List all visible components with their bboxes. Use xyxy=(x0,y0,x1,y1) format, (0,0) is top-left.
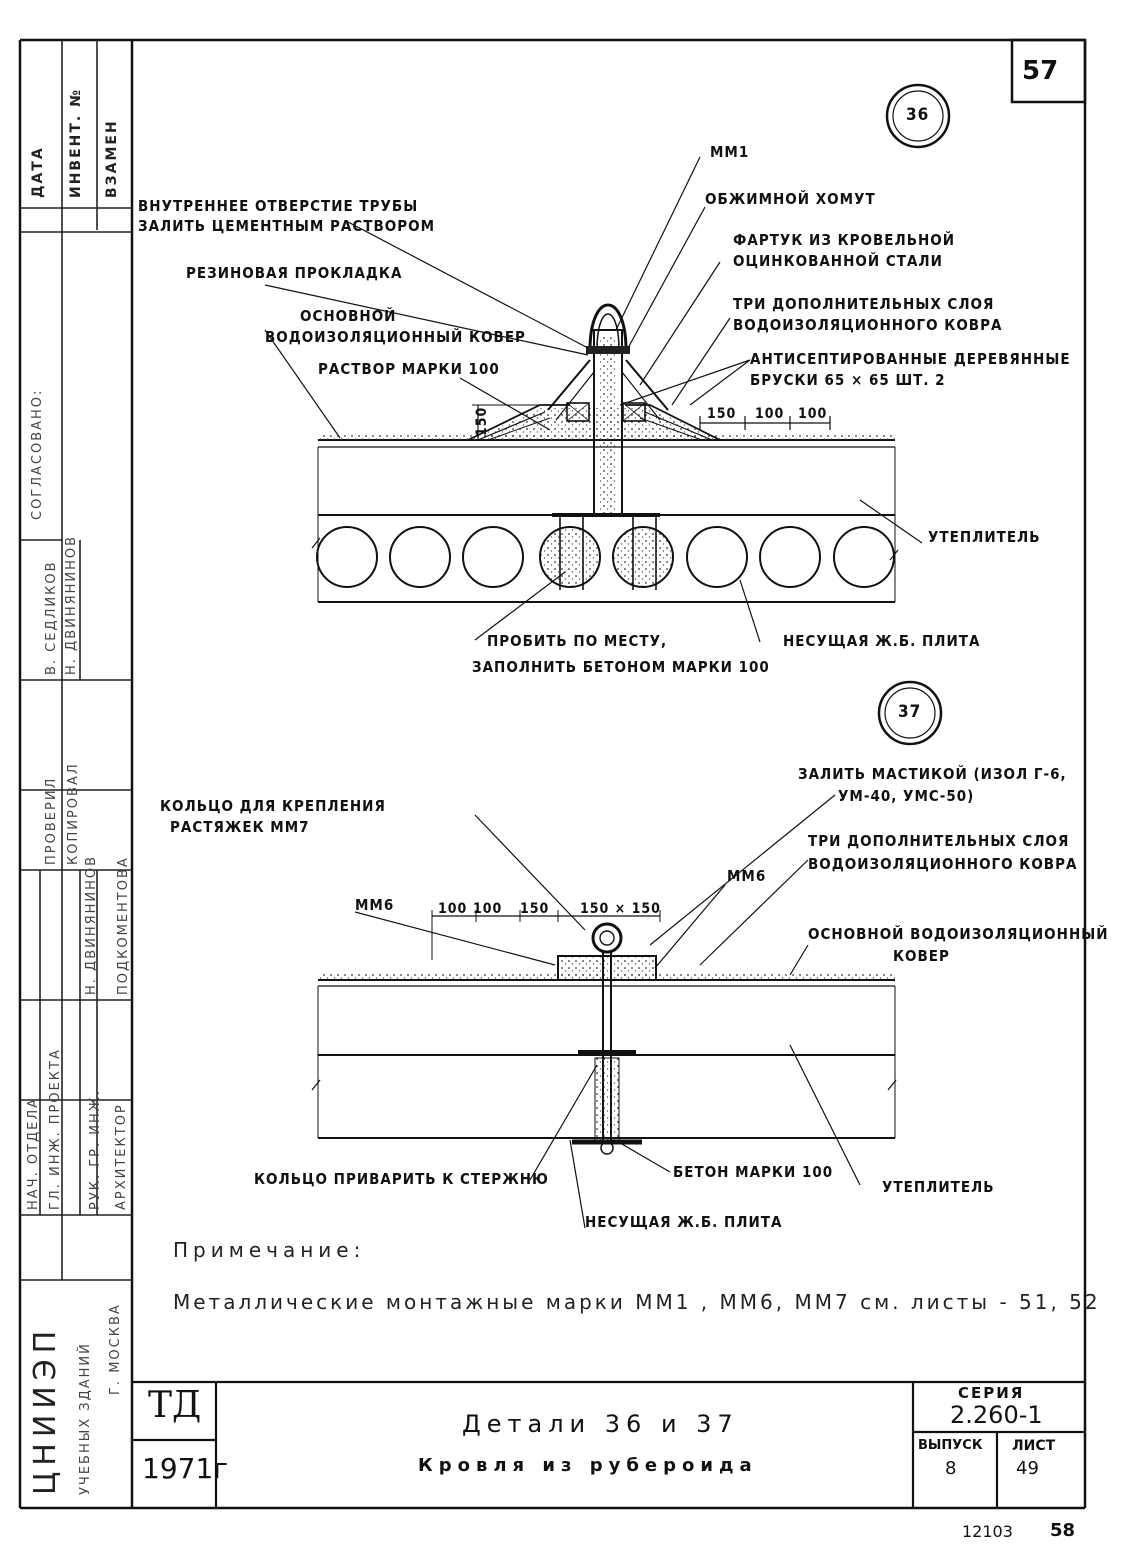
dim-150-37: 150 xyxy=(520,901,550,917)
detail-36-marker: 36 xyxy=(906,105,930,125)
stamp-role-1: КОПИРОВАЛ xyxy=(66,762,81,865)
stamp-title-3: РУК. ГР. ИНЖ. xyxy=(88,1089,103,1210)
detail-36-drawing xyxy=(264,83,951,643)
label-three-layers-37-2: ВОДОИЗОЛЯЦИОННОГО КОВРА xyxy=(808,855,1078,873)
label-punch-2: ЗАПОЛНИТЬ БЕТОНОМ МАРКИ 100 xyxy=(472,658,770,676)
label-ring-1: КОЛЬЦО ДЛЯ КРЕПЛЕНИЯ xyxy=(160,797,386,815)
label-mm6-right: ММ6 xyxy=(727,867,767,885)
dim-150-36: 150 xyxy=(707,406,737,422)
label-base-carpet-2: ВОДОИЗОЛЯЦИОННЫЙ КОВЕР xyxy=(265,328,526,346)
side-stamp-grid xyxy=(20,40,132,1281)
stamp-org-2: УЧЕБНЫХ ЗДАНИЙ xyxy=(78,1342,93,1495)
title-block-grid xyxy=(132,1380,1085,1508)
detail-37-marker: 37 xyxy=(898,702,922,722)
label-punch-1: ПРОБИТЬ ПО МЕСТУ, xyxy=(487,632,668,650)
stamp-col-inventory: ИНВЕНТ. № xyxy=(68,88,84,198)
label-gasket: РЕЗИНОВАЯ ПРОКЛАДКА xyxy=(186,264,403,282)
stamp-staff-1: Н. ДВИНЯНИНОВ xyxy=(84,854,99,995)
detail-37-drawing xyxy=(311,680,943,1229)
publisher-logo: ТД xyxy=(148,1385,202,1426)
label-mastic-1: ЗАЛИТЬ МАСТИКОЙ (ИЗОЛ Г-6, xyxy=(798,765,1067,783)
label-mm1: ММ1 xyxy=(710,143,750,161)
dim-v150-36: 150 xyxy=(474,406,490,436)
note-text: Металлические монтажные марки ММ1 , ММ6,… xyxy=(173,1290,1101,1314)
stamp-title-2: ГЛ. ИНЖ. ПРОЕКТА xyxy=(48,1048,63,1210)
label-three-layers-37-1: ТРИ ДОПОЛНИТЕЛЬНЫХ СЛОЯ xyxy=(808,832,1070,850)
bottom-page: 58 xyxy=(1050,1520,1076,1541)
dim-100b-37: 100 xyxy=(473,901,503,917)
label-clamp: ОБЖИМНОЙ ХОМУТ xyxy=(705,190,876,208)
sheet-number-box xyxy=(1010,38,1087,104)
stamp-role-2: ПРОВЕРИЛ xyxy=(44,776,59,865)
label-pipe-fill-2: ЗАЛИТЬ ЦЕМЕНТНЫМ РАСТВОРОМ xyxy=(138,217,436,235)
label-mortar: РАСТВОР МАРКИ 100 xyxy=(318,360,500,378)
label-apron-2: ОЦИНКОВАННОЙ СТАЛИ xyxy=(733,252,943,270)
label-slab-36: НЕСУЩАЯ Ж.Б. ПЛИТА xyxy=(783,632,981,650)
label-three-layers-2: ВОДОИЗОЛЯЦИОННОГО КОВРА xyxy=(733,316,1003,334)
issue-value: 8 xyxy=(945,1458,957,1479)
year: 1971г xyxy=(142,1452,228,1485)
dim-150x150-37: 150 × 150 xyxy=(580,901,661,917)
drawing-title: Детали 36 и 37 xyxy=(462,1410,739,1438)
issue-label: ВЫПУСК xyxy=(918,1438,983,1453)
stamp-name-1: Н. ДВИНЯНИНОВ xyxy=(64,534,79,675)
label-concrete: БЕТОН МАРКИ 100 xyxy=(673,1163,834,1181)
dim-100a-37: 100 xyxy=(438,901,468,917)
drawing-subtitle: Кровля из рубероида xyxy=(418,1455,758,1476)
sheet-frame xyxy=(18,38,1087,1510)
label-pipe-fill-1: ВНУТРЕННЕЕ ОТВЕРСТИЕ ТРУБЫ xyxy=(138,197,419,215)
label-slab-37: НЕСУЩАЯ Ж.Б. ПЛИТА xyxy=(585,1213,783,1231)
label-base-carpet-1: ОСНОВНОЙ xyxy=(300,307,397,325)
stamp-col-replaces: ВЗАМЕН xyxy=(104,119,120,198)
sheet-value: 49 xyxy=(1016,1458,1039,1479)
label-insulation-37: УТЕПЛИТЕЛЬ xyxy=(882,1178,995,1196)
stamp-title-4: АРХИТЕКТОР xyxy=(114,1103,129,1210)
label-mm6-left: ММ6 xyxy=(355,896,395,914)
dim-100b-36: 100 xyxy=(798,406,828,422)
series-label: СЕРИЯ xyxy=(958,1384,1025,1402)
stamp-name-2: В. СЕДЛИКОВ xyxy=(44,560,59,675)
stamp-agreed: СОГЛАСОВАНО: xyxy=(30,388,45,520)
label-base-carpet-37-1: ОСНОВНОЙ ВОДОИЗОЛЯЦИОННЫЙ xyxy=(808,925,1109,943)
stamp-staff-2: ПОДКОМЕНТОВА xyxy=(116,856,131,995)
series-value: 2.260-1 xyxy=(950,1401,1043,1429)
bottom-code: 12103 xyxy=(962,1522,1013,1541)
label-insulation-36: УТЕПЛИТЕЛЬ xyxy=(928,528,1041,546)
label-bars-1: АНТИСЕПТИРОВАННЫЕ ДЕРЕВЯННЫЕ xyxy=(750,350,1071,368)
label-base-carpet-37-2: КОВЕР xyxy=(893,947,950,965)
dim-100a-36: 100 xyxy=(755,406,785,422)
stamp-col-date: ДАТА xyxy=(30,146,46,198)
label-bars-2: БРУСКИ 65 × 65 ШТ. 2 xyxy=(750,371,946,389)
note-heading: Примечание: xyxy=(173,1238,366,1262)
label-ring-2: РАСТЯЖЕК ММ7 xyxy=(170,818,310,836)
label-weld: КОЛЬЦО ПРИВАРИТЬ К СТЕРЖНЮ xyxy=(254,1170,549,1188)
label-three-layers-1: ТРИ ДОПОЛНИТЕЛЬНЫХ СЛОЯ xyxy=(733,295,995,313)
stamp-title-1: НАЧ. ОТДЕЛА xyxy=(26,1096,41,1210)
label-mastic-2: УМ-40, УМС-50) xyxy=(838,787,975,805)
sheet-label: ЛИСТ xyxy=(1012,1438,1056,1454)
stamp-org-1: ЦНИИЭП xyxy=(28,1324,63,1495)
label-apron-1: ФАРТУК ИЗ КРОВЕЛЬНОЙ xyxy=(733,231,956,249)
sheet-number: 57 xyxy=(1022,56,1059,86)
stamp-org-3: Г. МОСКВА xyxy=(108,1303,123,1395)
